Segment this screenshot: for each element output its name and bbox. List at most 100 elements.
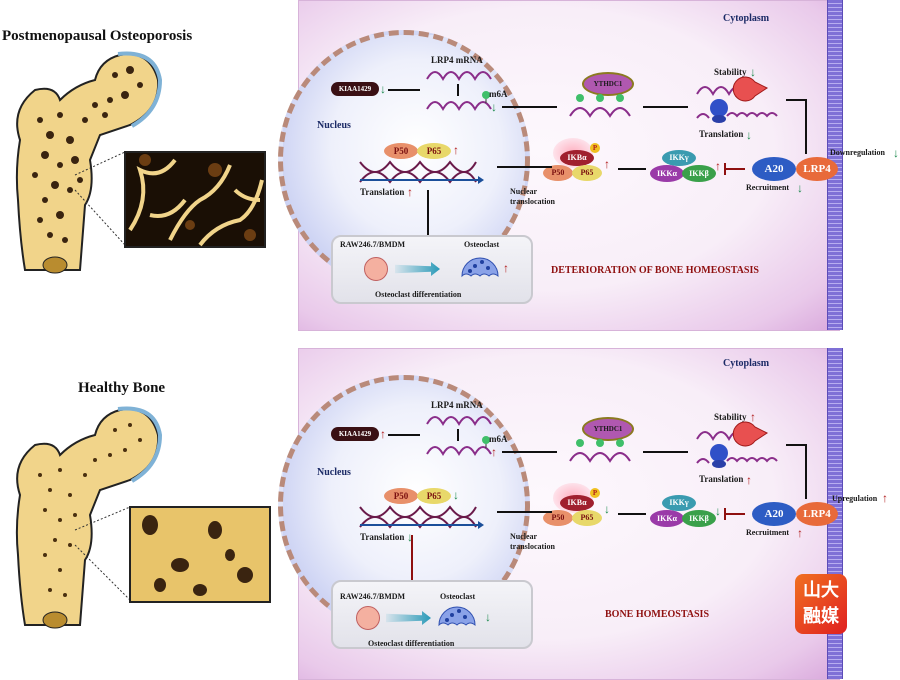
nuclear-p50: P50 [384, 488, 418, 504]
ythdc1-to-stability-arrow [643, 451, 688, 453]
stability-label: Stability [714, 412, 747, 422]
femur-illustration-osteoporosis [15, 51, 266, 274]
translation-cyto-direction-arrow: ↑ [746, 473, 752, 487]
lrp4-mrna-strand [426, 71, 492, 82]
outcome-label: BONE HOMEOSTASIS [605, 609, 710, 620]
mrna-to-ythdc1-arrow [502, 106, 557, 108]
m6a-label: m6A [489, 89, 508, 99]
ikk-gamma: IKKγ [662, 150, 696, 166]
mrna-to-ythdc1-arrow [502, 451, 557, 453]
ikk-beta: IKKβ [682, 165, 716, 182]
ikba-p65: P65 [572, 165, 602, 181]
translation-cyto-label: Translation [699, 129, 744, 139]
ikba-p50: P50 [543, 510, 573, 526]
a20-protein: A20 [752, 502, 796, 526]
diff-caption: Osteoclast differentiation [375, 290, 462, 299]
to-lrp4-arrow-v [805, 444, 807, 499]
kiaa-to-mrna-arrow [388, 434, 420, 436]
inhibit-bar [724, 508, 726, 520]
femur-illustration-healthy [15, 406, 271, 629]
cytoplasm-label: Cytoplasm [723, 13, 770, 24]
recruitment-label: Recruitment [746, 528, 790, 537]
lrp4-mrna-label: LRP4 mRNA [431, 55, 483, 65]
translation-cyto-label: Translation [699, 474, 744, 484]
stability-direction-arrow: ↓ [750, 65, 756, 79]
osteoclast-direction-arrow: ↓ [485, 610, 491, 624]
kiaa1429-pill: KIAA1429 [331, 82, 379, 96]
ythdc1-bound-mrna [569, 439, 631, 463]
ribosome-translation-icon [696, 444, 778, 468]
lrp4-regulation-label: Upregulation [832, 494, 878, 503]
translocation-arrow [497, 166, 552, 168]
lrp4-regulation-direction-arrow: ↑ [882, 491, 888, 505]
ribosome-translation-icon [696, 99, 778, 123]
ikk-direction-arrow: ↑ [715, 159, 721, 173]
degraded-mrna-icon [696, 421, 768, 447]
stability-label: Stability [714, 67, 747, 77]
diff-osteoclast-label: Osteoclast [440, 592, 476, 601]
nuclear-p65: P65 [417, 488, 451, 504]
ikba-direction-arrow: ↑ [604, 157, 610, 171]
dna-helix-icon [359, 505, 484, 529]
nuclear-nfkb-direction-arrow: ↑ [453, 143, 459, 157]
m6a-direction-arrow: ↑ [491, 445, 497, 459]
ikk-beta: IKKβ [682, 510, 716, 527]
methylation-arrow [457, 429, 459, 441]
m6a-mrna-strand [426, 91, 492, 112]
nucleus-label: Nucleus [317, 467, 351, 478]
degraded-mrna-icon [696, 76, 768, 102]
ythdc1-reader: YTHDC1 [582, 417, 634, 441]
bone-title-healthy: Healthy Bone [78, 380, 166, 396]
ythdc1-to-stability-arrow [643, 106, 688, 108]
phospho-badge: P [590, 488, 600, 498]
ikba-direction-arrow: ↓ [604, 502, 610, 516]
kiaa-to-mrna-arrow [388, 89, 420, 91]
watermark-logo: 山大 融媒 [795, 574, 847, 634]
nuclear-p65: P65 [417, 143, 451, 159]
outcome-label: DETERIORATION OF BONE HOMEOSTASIS [551, 265, 759, 276]
to-lrp4-arrow-h [786, 444, 806, 446]
nucleus-label: Nucleus [317, 120, 351, 131]
bone-title-osteoporosis: Postmenopausal Osteoporosis [2, 28, 193, 44]
translocation-arrow [497, 511, 552, 513]
ikk-gamma: IKKγ [662, 495, 696, 511]
diff-caption: Osteoclast differentiation [368, 639, 455, 648]
osteoclast-icon [438, 606, 476, 627]
phospho-badge: P [590, 143, 600, 153]
cytoplasm-label: Cytoplasm [723, 358, 770, 369]
m6a-mrna-strand [426, 436, 492, 457]
a20-inhibits-ikk [725, 513, 745, 515]
translation-cyto-direction-arrow: ↓ [746, 128, 752, 142]
ikk-to-ikba-arrow [618, 513, 646, 515]
nucleus-to-diff-arrow [427, 190, 429, 260]
recruitment-label: Recruitment [746, 183, 790, 192]
diff-cell-label: RAW246.7/BMDM [340, 592, 406, 601]
translation-nucleus-direction-arrow: ↑ [407, 185, 413, 199]
nuclear-nfkb-direction-arrow: ↓ [453, 488, 459, 502]
ikk-to-ikba-arrow [618, 168, 646, 170]
a20-inhibits-ikk [725, 168, 745, 170]
kiaa1429-direction-arrow: ↑ [380, 427, 386, 441]
m6a-direction-arrow: ↓ [491, 100, 497, 114]
kiaa1429-pill: KIAA1429 [331, 427, 379, 441]
diff-cell-label: RAW246.7/BMDM [340, 240, 406, 249]
osteoclast-icon [461, 257, 499, 278]
nucleus-inhibits-diff-line [411, 535, 413, 607]
nuclear-p50: P50 [384, 143, 418, 159]
lrp4-receptor: LRP4 [796, 502, 838, 526]
translation-nucleus-label: Translation [360, 532, 405, 542]
ikba-p65: P65 [572, 510, 602, 526]
inhibit-bar [724, 163, 726, 175]
translation-nucleus-label: Translation [360, 187, 405, 197]
nuclear-translocation-label: Nuclear translocation [510, 532, 555, 551]
m6a-label: m6A [489, 434, 508, 444]
precursor-cell-icon [364, 257, 388, 281]
ikba-protein: IKBα [560, 150, 594, 166]
lrp4-mrna-strand [426, 416, 492, 427]
dna-helix-icon [359, 160, 484, 184]
ikk-alpha: IKKα [650, 510, 684, 527]
precursor-cell-icon [356, 606, 380, 630]
methylation-arrow [457, 84, 459, 96]
to-lrp4-arrow-v [805, 99, 807, 154]
stability-direction-arrow: ↑ [750, 410, 756, 424]
